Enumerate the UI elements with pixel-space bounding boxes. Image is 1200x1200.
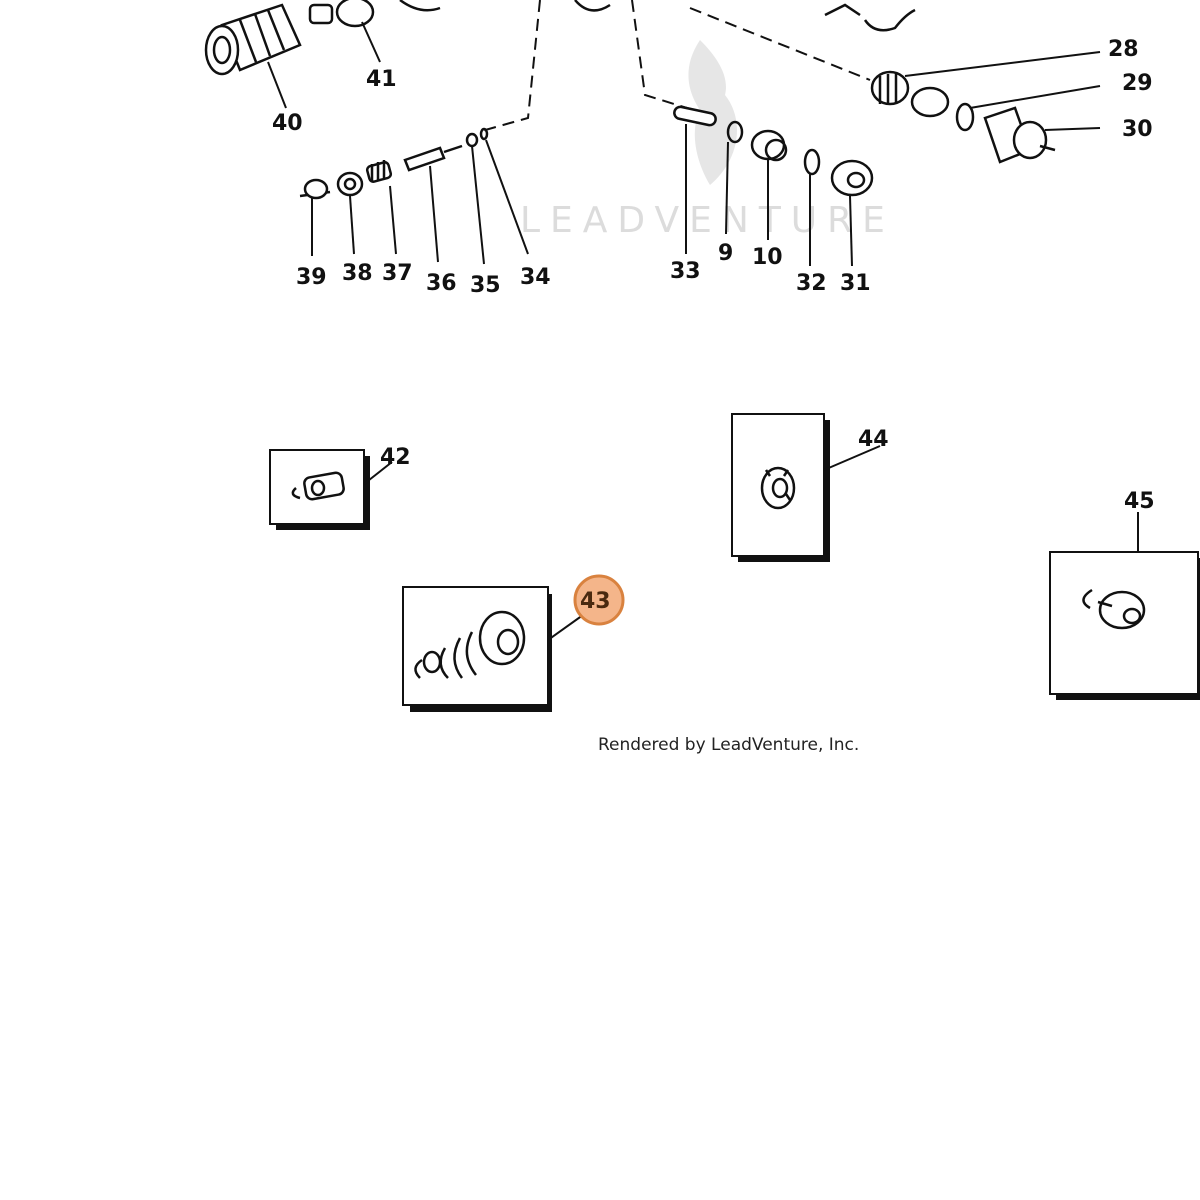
part-10-valve-body bbox=[750, 129, 788, 162]
callout-32: 32 bbox=[796, 271, 827, 296]
leader-44 bbox=[823, 445, 881, 471]
assembly-line-center bbox=[631, 0, 701, 113]
part-35-washer bbox=[465, 132, 479, 148]
callout-42: 42 bbox=[380, 445, 411, 470]
leader-37 bbox=[389, 185, 397, 255]
part-34-o-ring bbox=[479, 127, 489, 141]
part-30-fitting bbox=[983, 106, 1056, 164]
leader-29 bbox=[969, 85, 1101, 109]
part-37-spring bbox=[365, 160, 393, 183]
assembly-line-left bbox=[477, 0, 541, 133]
top-cut-parts bbox=[399, 0, 916, 32]
part-40-knurled-fitting bbox=[204, 3, 302, 76]
leader-41 bbox=[361, 21, 381, 63]
callout-43[interactable]: 43 bbox=[580, 589, 611, 614]
inset-box-45 bbox=[1049, 551, 1200, 700]
callout-33: 33 bbox=[670, 259, 701, 284]
leader-9 bbox=[725, 141, 729, 235]
callout-37: 37 bbox=[382, 261, 413, 286]
callout-31: 31 bbox=[840, 271, 871, 296]
part-33-pin bbox=[673, 105, 717, 127]
leader-38 bbox=[349, 195, 355, 255]
callout-30: 30 bbox=[1122, 117, 1153, 142]
callout-38: 38 bbox=[342, 261, 373, 286]
callout-36: 36 bbox=[426, 271, 457, 296]
part-top-fragment-3 bbox=[824, 3, 916, 32]
inset-box-43[interactable] bbox=[402, 586, 552, 712]
part-38-nut bbox=[336, 171, 364, 197]
callout-39: 39 bbox=[296, 265, 327, 290]
highlight-circle[interactable] bbox=[573, 574, 625, 626]
callout-40: 40 bbox=[272, 111, 303, 136]
callout-9: 9 bbox=[718, 241, 733, 266]
highlight-43[interactable]: 43 bbox=[573, 574, 625, 626]
callout-10: 10 bbox=[752, 245, 783, 270]
part-9-o-ring bbox=[726, 120, 744, 144]
leader-34 bbox=[485, 139, 529, 255]
part-36-valve-stem bbox=[403, 144, 463, 172]
watermark-text: LEADVENTURE bbox=[520, 200, 895, 241]
assembly-line-right bbox=[689, 7, 871, 81]
leader-31 bbox=[849, 195, 853, 267]
watermark-flame-icon bbox=[688, 40, 737, 185]
callout-44: 44 bbox=[858, 427, 889, 452]
callout-28: 28 bbox=[1108, 37, 1139, 62]
leader-40 bbox=[267, 61, 287, 109]
leader-28 bbox=[904, 51, 1101, 77]
watermark: LEADVENTURE bbox=[520, 40, 895, 241]
part-top-fragment-1 bbox=[399, 0, 441, 12]
leader-30 bbox=[1044, 127, 1101, 131]
leader-42 bbox=[363, 461, 393, 485]
callout-35: 35 bbox=[470, 273, 501, 298]
footer-credit: Rendered by LeadVenture, Inc. bbox=[598, 735, 859, 755]
callout-29: 29 bbox=[1122, 71, 1153, 96]
part-41-hose-fitting bbox=[308, 0, 375, 28]
leader-35 bbox=[471, 145, 485, 265]
part-31-cap bbox=[830, 159, 874, 197]
inset-box-44 bbox=[731, 413, 830, 562]
part-top-fragment-2 bbox=[574, 0, 611, 12]
inset-box-42 bbox=[269, 449, 370, 530]
leader-36 bbox=[429, 165, 439, 263]
callout-45: 45 bbox=[1124, 489, 1155, 514]
callout-41: 41 bbox=[366, 67, 397, 92]
part-32-o-ring bbox=[803, 148, 821, 176]
part-28-spring-assembly bbox=[870, 70, 950, 118]
callout-34: 34 bbox=[520, 265, 551, 290]
part-29-o-ring bbox=[955, 102, 975, 132]
part-39-nut bbox=[299, 178, 331, 200]
